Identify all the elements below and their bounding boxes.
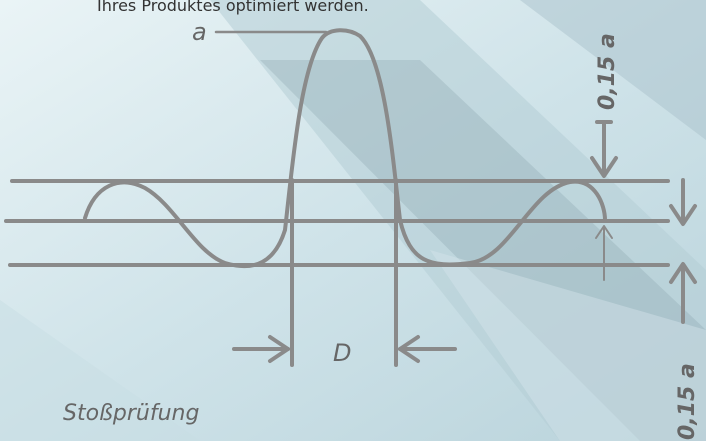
small-tolerance-arrow-head xyxy=(595,225,613,239)
d-left-arrow-head xyxy=(268,335,290,363)
amplitude-label: a xyxy=(192,18,207,46)
caption-text: Ihres Produktes optimiert werden. xyxy=(97,0,369,15)
right-down-arrow-head xyxy=(669,204,697,226)
title-label: Stoßprüfung xyxy=(63,401,199,426)
upper-tolerance-arrow-head xyxy=(590,156,618,178)
width-label: D xyxy=(333,339,351,367)
lower-tolerance-arrow-head xyxy=(669,262,697,284)
lower-tolerance-label: 0,15 a xyxy=(675,363,700,440)
upper-tolerance-label: 0,15 a xyxy=(595,33,620,110)
d-right-arrow-head xyxy=(398,335,420,363)
pulse-waveform xyxy=(83,28,607,269)
